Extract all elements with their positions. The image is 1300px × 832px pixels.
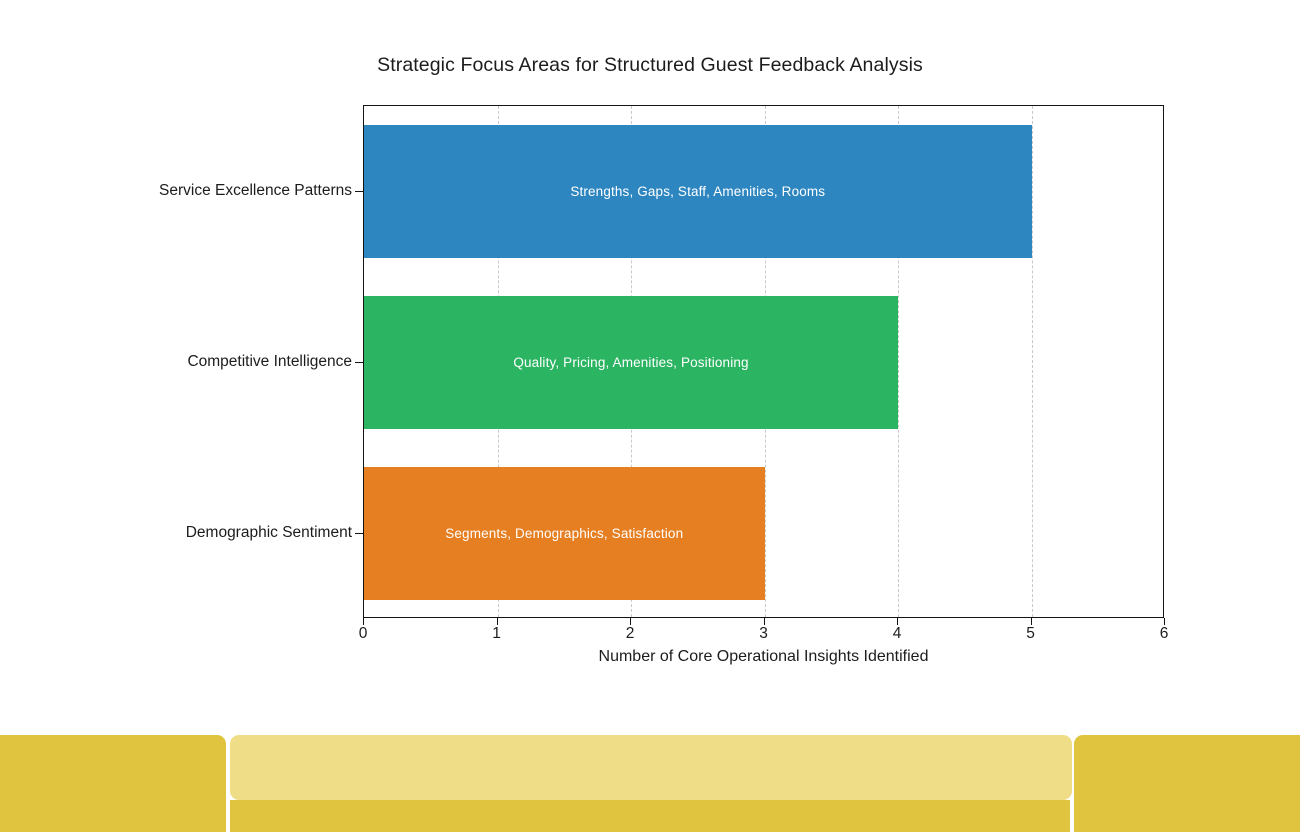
x-tick-label-4: 4 bbox=[892, 625, 902, 642]
x-tick-label-0: 0 bbox=[358, 625, 368, 642]
bottom-banner bbox=[0, 735, 1300, 832]
plot-area: Strengths, Gaps, Staff, Amenities, Rooms… bbox=[363, 105, 1164, 618]
x-tick-label-2: 2 bbox=[625, 625, 635, 642]
x-axis-title: Number of Core Operational Insights Iden… bbox=[598, 648, 929, 665]
x-tick-3 bbox=[763, 618, 765, 625]
x-tick-6 bbox=[1164, 618, 1165, 625]
bar-3[interactable]: Segments, Demographics, Satisfaction bbox=[364, 466, 765, 601]
x-tick-1 bbox=[496, 618, 498, 625]
x-tick-label-5: 5 bbox=[1026, 625, 1035, 642]
x-tick-0 bbox=[363, 618, 364, 625]
banner-gap-right bbox=[1070, 735, 1074, 832]
chart-title: Strategic Focus Areas for Structured Gue… bbox=[377, 54, 923, 76]
banner-gap-left bbox=[226, 735, 230, 832]
x-tick-5 bbox=[1030, 618, 1032, 625]
x-tick-label-1: 1 bbox=[492, 625, 501, 642]
bars-layer: Strengths, Gaps, Staff, Amenities, Rooms… bbox=[364, 106, 1163, 617]
y-tick-label-3: Demographic Sentiment bbox=[185, 523, 352, 541]
x-tick-4 bbox=[897, 618, 898, 625]
bar-value-label: Segments, Demographics, Satisfaction bbox=[445, 525, 684, 541]
y-tick-2 bbox=[355, 361, 363, 363]
x-tick-label-6: 6 bbox=[1159, 625, 1169, 642]
chart-figure: Strategic Focus Areas for Structured Gue… bbox=[159, 54, 1169, 665]
banner-band-right bbox=[1074, 735, 1300, 832]
y-tick-label-2: Competitive Intelligence bbox=[187, 352, 352, 370]
banner-band-left bbox=[0, 735, 226, 832]
bar-value-label: Quality, Pricing, Amenities, Positioning bbox=[513, 354, 749, 370]
x-tick-label-3: 3 bbox=[759, 625, 768, 642]
y-tick-label-1: Service Excellence Patterns bbox=[159, 181, 352, 199]
bar-value-label: Strengths, Gaps, Staff, Amenities, Rooms bbox=[570, 183, 826, 199]
bar-2[interactable]: Quality, Pricing, Amenities, Positioning bbox=[364, 295, 898, 430]
bar-1[interactable]: Strengths, Gaps, Staff, Amenities, Rooms bbox=[364, 124, 1032, 259]
y-tick-3 bbox=[355, 532, 363, 534]
x-tick-2 bbox=[630, 618, 631, 625]
banner-panel-base bbox=[230, 800, 1072, 832]
y-tick-1 bbox=[355, 190, 363, 192]
banner-panel[interactable] bbox=[230, 735, 1072, 800]
